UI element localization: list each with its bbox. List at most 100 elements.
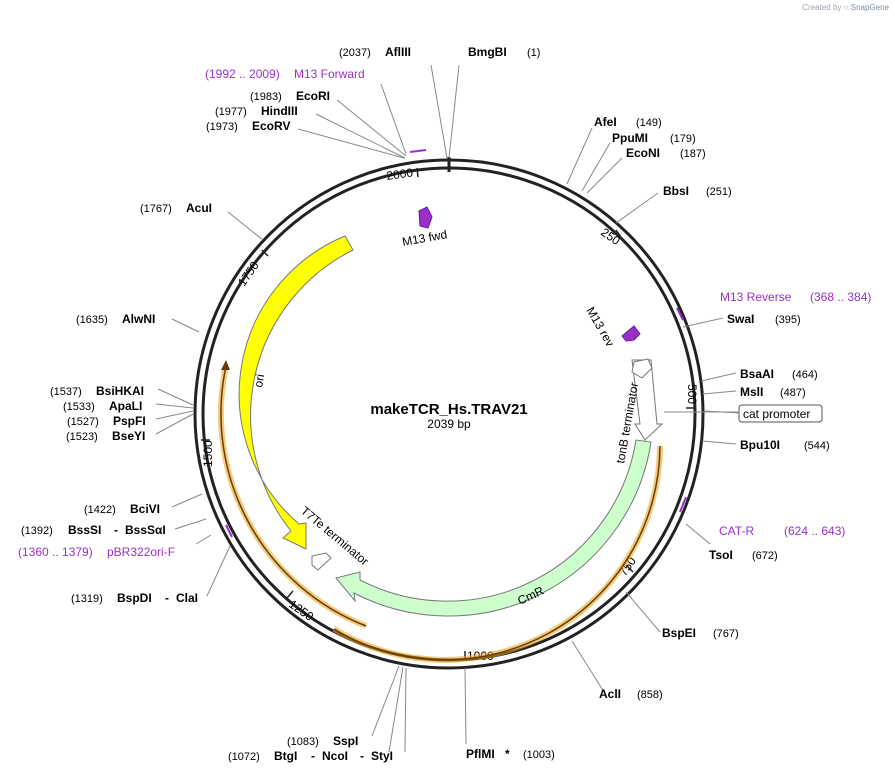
site-bsihkai-name: BsiHKAI: [96, 384, 144, 398]
snapgene-logo-icon: ○: [843, 3, 849, 12]
site-ecorv[interactable]: (1973) EcoRV: [206, 119, 290, 133]
site-bspei-name: BspEI: [662, 626, 696, 640]
site-bmgbi[interactable]: BmgBI (1): [468, 45, 540, 59]
site-sspi[interactable]: (1083) SspI: [287, 734, 358, 748]
tick-mark: [615, 229, 622, 238]
site-ecorv-name: EcoRV: [252, 119, 290, 133]
site-bbsi-pos: (251): [706, 186, 732, 198]
site-hindiii-pos: (1977): [215, 106, 247, 118]
site-bsssi-sep: -: [114, 523, 118, 537]
site-ppumi-pos: (179): [670, 133, 696, 145]
tonb-terminator-arrow: [631, 358, 653, 379]
site-swai-pos: (395): [775, 314, 801, 326]
site-acui[interactable]: (1767) AcuI: [140, 201, 212, 215]
leader-line: [155, 410, 194, 420]
site-ecori-pos: (1983): [250, 91, 282, 103]
leader-line: [701, 440, 737, 445]
leader-line: [380, 83, 407, 155]
site-bspdi-name2: ClaI: [176, 591, 198, 605]
site-pspfi-name: PspFI: [113, 414, 146, 428]
site-bbsi[interactable]: BbsI (251): [663, 184, 732, 198]
site-bbsi-name: BbsI: [663, 184, 689, 198]
site-econi-name: EcoNI: [626, 146, 660, 160]
leader-line: [682, 317, 724, 328]
primer-pbr322ori-f[interactable]: (1360 .. 1379) pBR322ori-F: [18, 545, 175, 559]
site-tsoi-name: TsoI: [709, 548, 733, 562]
leader-line: [464, 667, 467, 745]
site-ecori[interactable]: (1983) EcoRI: [250, 89, 330, 103]
site-bpu10i-name: Bpu10I: [740, 438, 780, 452]
site-bsaai-name: BsaAI: [740, 367, 774, 381]
site-bsssi[interactable]: (1392) BssSI - BssSαI: [21, 523, 166, 537]
site-acli-pos: (858): [637, 689, 663, 701]
site-pspfi[interactable]: (1527) PspFI: [67, 414, 146, 428]
site-alwni-name: AlwNI: [122, 312, 155, 326]
site-msli-pos: (487): [780, 387, 806, 399]
leader-line: [171, 493, 203, 508]
site-bsihkai[interactable]: (1537) BsiHKAI: [50, 384, 144, 398]
tick-label-500: 500: [685, 384, 699, 404]
site-bsssi-name: BssSI: [68, 523, 101, 537]
site-btgi[interactable]: (1072) BtgI - NcoI - StyI: [228, 749, 393, 763]
cmr-feature: [335, 439, 652, 617]
leader-line: [586, 157, 623, 194]
site-bpu10i[interactable]: Bpu10I (544): [740, 438, 830, 452]
leader-line: [371, 665, 400, 737]
site-ppumi[interactable]: PpuMI (179): [612, 131, 696, 145]
tick-mark: [261, 249, 269, 257]
site-pflmi-name: PflMI: [466, 747, 495, 761]
leader-line: [155, 403, 194, 409]
leader-line: [315, 113, 406, 159]
primer-mark-cat-r: [679, 496, 687, 513]
site-hindiii[interactable]: (1977) HindIII: [215, 104, 298, 118]
primer-m13-reverse[interactable]: M13 Reverse (368 .. 384): [720, 290, 871, 304]
site-bspdi-sep: -: [165, 591, 169, 605]
site-apali-name: ApaLI: [109, 399, 142, 413]
ori-label: ori: [251, 373, 267, 389]
site-apali[interactable]: (1533) ApaLI: [63, 399, 142, 413]
site-pflmi[interactable]: PflMI * (1003): [466, 747, 555, 761]
primer-pbr322-range: (1360 .. 1379): [18, 545, 93, 559]
site-econi[interactable]: EcoNI (187): [626, 146, 706, 160]
leader-line: [206, 545, 231, 597]
site-bspdi[interactable]: (1319) BspDI - ClaI: [71, 591, 198, 605]
credit-brand: SnapGene: [850, 3, 889, 12]
primer-mark-m13-reverse: [676, 307, 684, 321]
tick-mark: [416, 167, 419, 178]
site-acli[interactable]: AclI (858): [599, 687, 663, 701]
site-hindiii-name: HindIII: [261, 104, 298, 118]
orf-arc-left-line: [220, 365, 367, 627]
site-alwni[interactable]: (1635) AlwNI: [76, 312, 155, 326]
site-swai[interactable]: SwaI (395): [727, 312, 801, 326]
site-msli[interactable]: MslI (487): [740, 385, 806, 399]
cat-promoter-box[interactable]: cat promoter: [738, 404, 823, 423]
leader-line: [297, 128, 405, 159]
orf-arc-right: [332, 445, 663, 663]
primer-m13-forward[interactable]: (1992 .. 2009) M13 Forward: [205, 67, 365, 81]
leader-line: [571, 640, 605, 693]
site-ecorv-pos: (1973): [206, 121, 238, 133]
leader-line: [615, 192, 659, 224]
leader-line: [448, 64, 460, 159]
tick-label-1750: 1750: [235, 259, 262, 289]
leader-line: [566, 127, 593, 185]
site-bsaai[interactable]: BsaAI (464): [740, 367, 818, 381]
leader-line: [195, 534, 212, 545]
site-ppumi-name: PpuMI: [612, 131, 648, 145]
site-swai-name: SwaI: [727, 312, 754, 326]
site-bmgbi-pos: (1): [527, 47, 540, 59]
primer-m13-reverse-range: (368 .. 384): [810, 290, 871, 304]
site-bseyi-name: BseYI: [112, 429, 145, 443]
primer-cat-r[interactable]: CAT-R (624 .. 643): [719, 524, 845, 538]
site-tsoi[interactable]: TsoI (672): [709, 548, 778, 562]
site-bspei[interactable]: BspEI (767): [662, 626, 739, 640]
site-sspi-pos: (1083): [287, 736, 319, 748]
site-bcivi[interactable]: (1422) BciVI: [84, 502, 160, 516]
primer-mark-pbr322: [225, 524, 233, 538]
site-afliii[interactable]: (2037) AflIII: [339, 45, 411, 59]
site-msli-name: MslI: [740, 385, 763, 399]
site-tsoi-pos: (672): [752, 550, 778, 562]
site-afei[interactable]: AfeI (149): [594, 115, 662, 129]
site-bseyi[interactable]: (1523) BseYI: [66, 429, 145, 443]
